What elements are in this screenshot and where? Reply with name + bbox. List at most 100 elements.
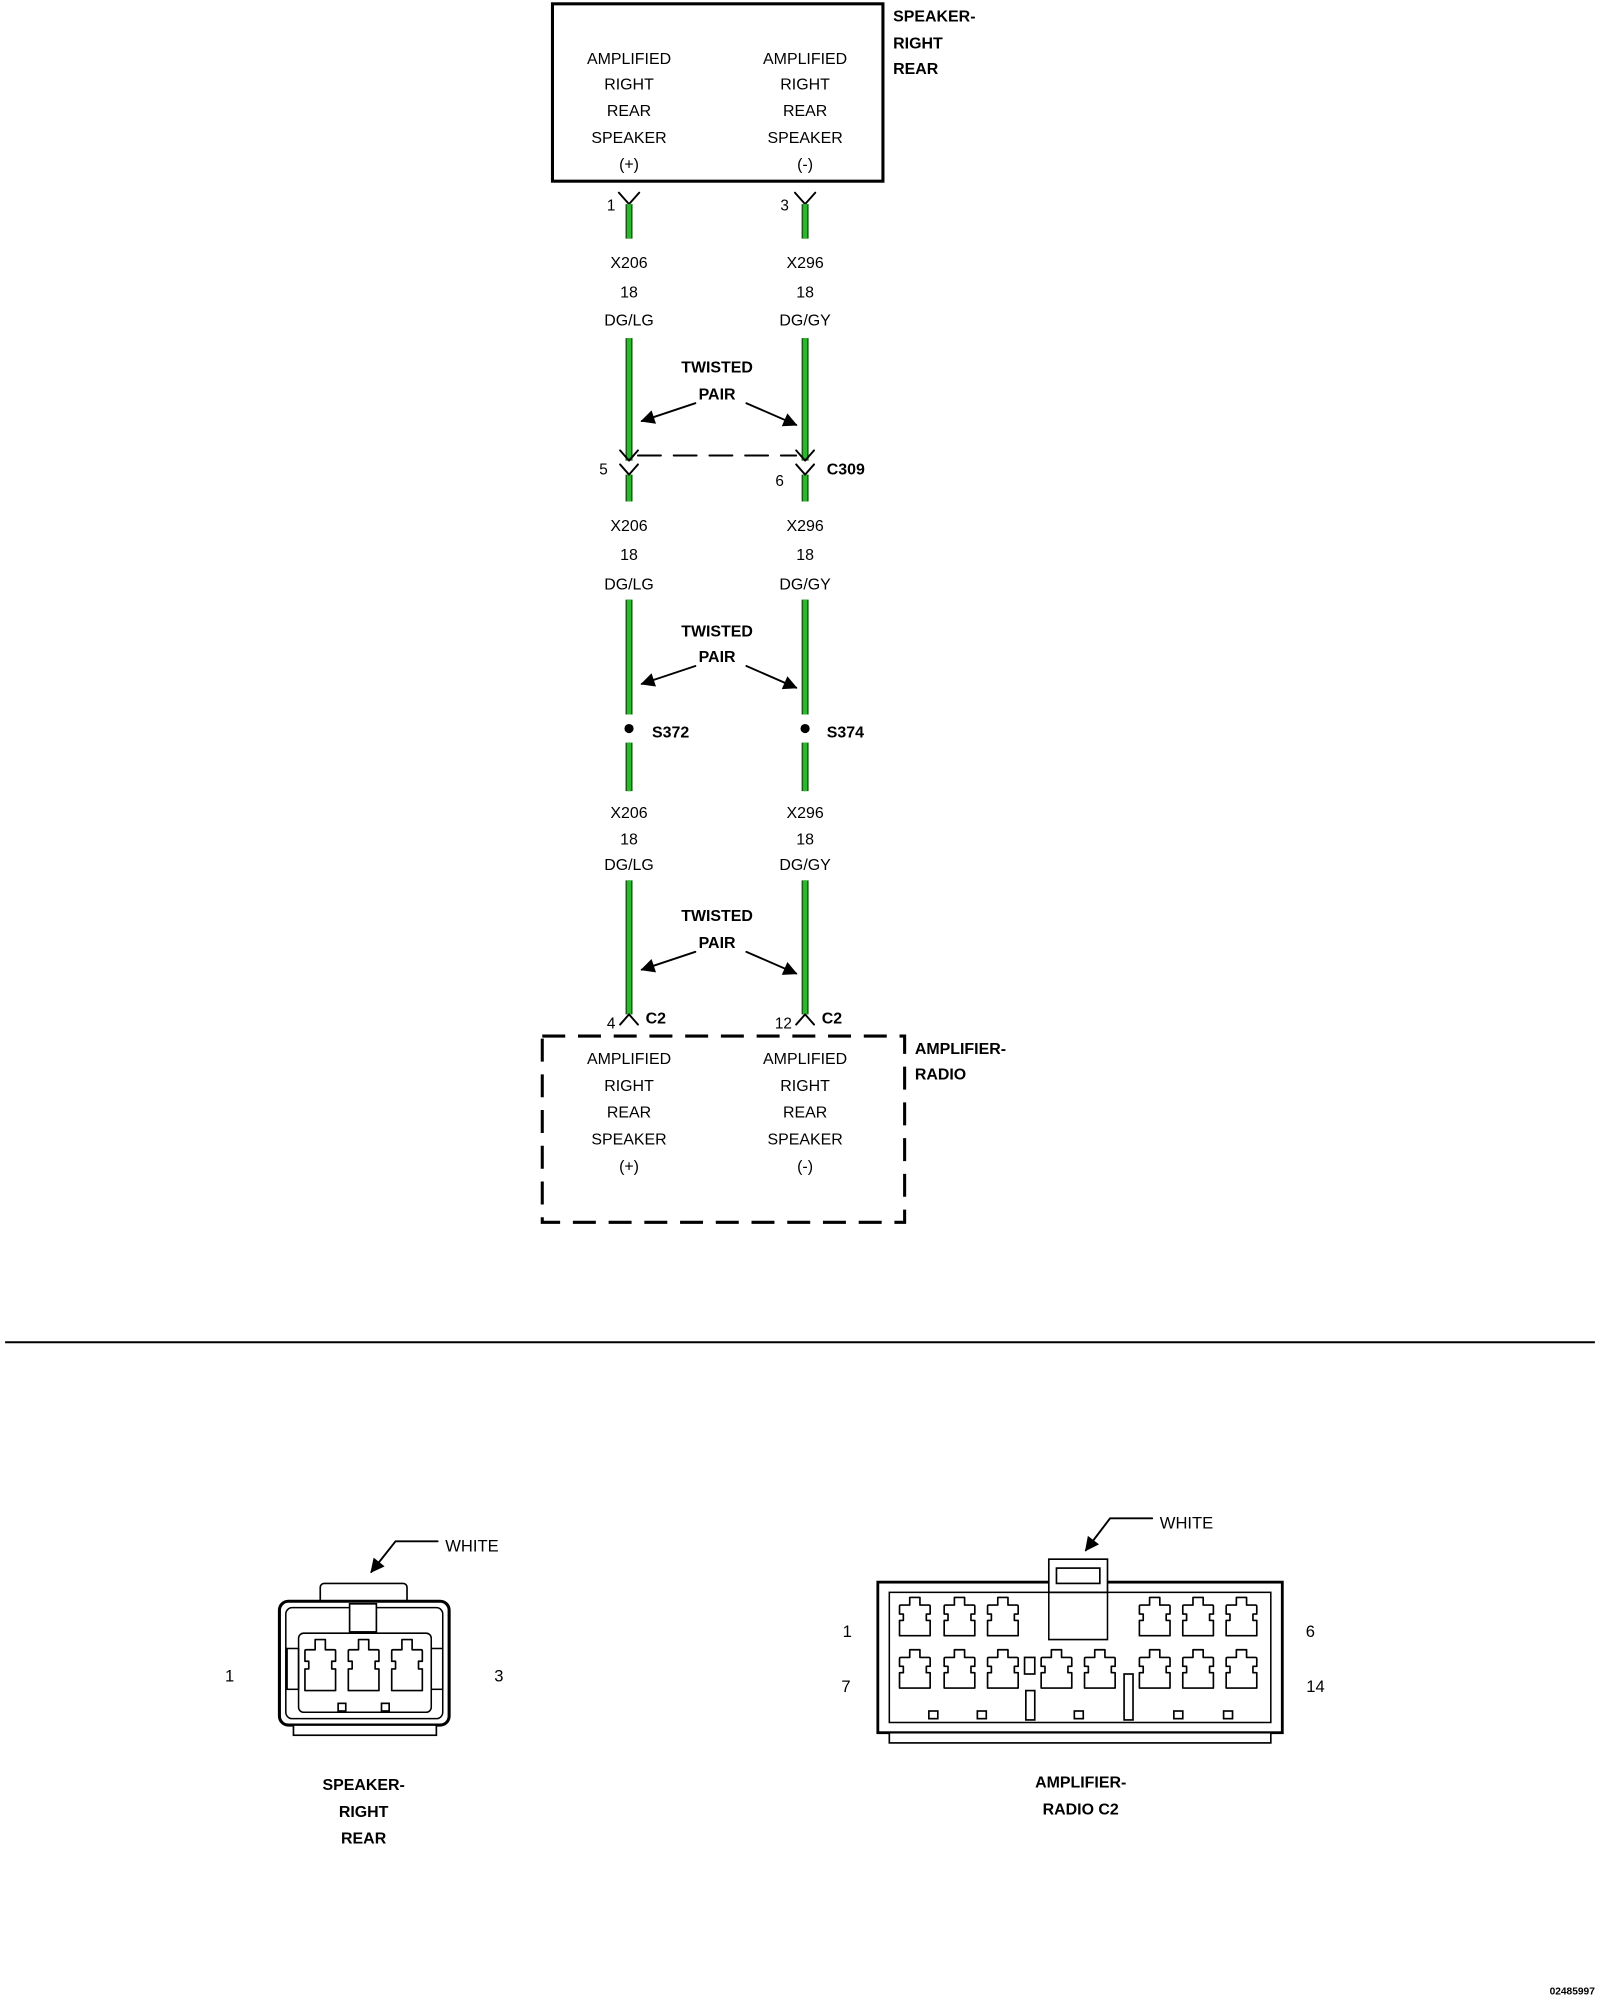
twisted-pair-text: TWISTED	[681, 908, 753, 925]
terminal-symbol	[795, 1013, 815, 1026]
pin-number: 7	[841, 1677, 850, 1696]
component-name-line: RIGHT	[893, 35, 943, 52]
wire-label-x296: X296 18 DG/GY	[779, 255, 831, 329]
function-text: SPEAKER	[591, 130, 666, 147]
arrow-left-icon	[640, 665, 697, 687]
amplifier-component-name: AMPLIFIER- RADIO	[915, 1041, 1006, 1084]
wire-label-x206: X206 18 DG/LG	[604, 255, 654, 329]
function-text: REAR	[607, 103, 651, 120]
twisted-pair-text: TWISTED	[681, 360, 753, 377]
function-text: SPEAKER	[767, 1131, 842, 1148]
connector-key	[1123, 1673, 1134, 1721]
wire-gauge: 18	[620, 284, 638, 301]
function-text: (-)	[797, 157, 813, 174]
connector-key	[1173, 1710, 1184, 1720]
connector-view-name: AMPLIFIER-	[1035, 1775, 1126, 1792]
function-text: (+)	[619, 1158, 639, 1175]
connector-key	[380, 1702, 390, 1712]
pin-number: 3	[494, 1667, 503, 1686]
twisted-pair-annotation: TWISTED PAIR	[640, 624, 798, 690]
arrow-left-icon	[640, 950, 697, 973]
wire-gauge: 18	[796, 284, 814, 301]
function-text: SPEAKER	[591, 1131, 666, 1148]
connector-view-name: RIGHT	[339, 1804, 389, 1821]
connector-key	[1073, 1710, 1085, 1720]
pin-number: 1	[225, 1667, 234, 1686]
circuit-id: X296	[786, 518, 823, 535]
speaker-pin-minus-function: AMPLIFIED RIGHT REAR SPEAKER (-)	[763, 51, 847, 174]
callout-arrow-icon	[370, 1540, 439, 1574]
connector-latch-slot	[1048, 1592, 1109, 1641]
wire-color: DG/LG	[604, 857, 654, 874]
wire-gauge: 18	[796, 547, 814, 564]
inline-connector-c309: 5 6 C309	[599, 449, 865, 490]
terminal-symbol	[619, 449, 639, 462]
pin-number: 1	[843, 1622, 852, 1641]
wire-label-x206: X206 18 DG/LG	[604, 518, 654, 594]
function-text: REAR	[783, 103, 827, 120]
splice-dot	[800, 723, 810, 734]
terminal-symbol	[619, 463, 639, 476]
connector-latch-window	[1055, 1567, 1101, 1585]
pin-number: 12	[775, 1015, 792, 1032]
function-text: AMPLIFIED	[587, 1051, 671, 1068]
connector-rail	[292, 1724, 438, 1737]
connector-side-rib	[430, 1647, 444, 1691]
function-text: RIGHT	[780, 1078, 830, 1095]
color-callout: WHITE	[445, 1537, 498, 1556]
speaker-component: AMPLIFIED RIGHT REAR SPEAKER (+) AMPLIFI…	[550, 2, 976, 215]
function-text: REAR	[783, 1105, 827, 1122]
function-text: RIGHT	[780, 76, 830, 93]
connector-side-rib	[286, 1647, 300, 1691]
terminal-symbol	[795, 449, 815, 462]
function-text: (-)	[797, 1158, 813, 1175]
twisted-pair-annotation: TWISTED PAIR	[640, 908, 798, 975]
connector-view-name: SPEAKER-	[322, 1777, 404, 1794]
connector-name: C2	[822, 1010, 843, 1027]
wire-label-x296: X296 18 DG/GY	[779, 518, 831, 594]
terminal-symbol	[793, 191, 817, 206]
callout-arrow-icon	[1084, 1517, 1154, 1552]
connector-key	[1222, 1710, 1234, 1720]
function-text: SPEAKER	[767, 130, 842, 147]
twisted-pair-text: PAIR	[699, 649, 736, 666]
connector-body	[876, 1580, 1284, 1735]
circuit-id: X206	[610, 805, 647, 822]
connector-view-name: REAR	[341, 1831, 387, 1848]
arrow-right-icon	[745, 665, 798, 690]
circuit-id: X296	[786, 805, 823, 822]
splice-dot	[624, 723, 634, 734]
arrow-left-icon	[640, 402, 697, 424]
pin-number: 14	[1306, 1677, 1324, 1696]
wire-gauge: 18	[796, 832, 814, 849]
pin-number: 3	[780, 198, 789, 215]
color-callout: WHITE	[1160, 1514, 1213, 1533]
function-text: RIGHT	[604, 1078, 654, 1095]
connector-key	[928, 1710, 939, 1720]
connector-key	[1025, 1689, 1036, 1721]
pin-number: 6	[775, 473, 784, 490]
terminal-symbol	[795, 463, 815, 476]
component-name-line: AMPLIFIER-	[915, 1041, 1006, 1058]
circuit-id: X206	[610, 518, 647, 535]
terminal-symbol	[617, 191, 641, 206]
connector-key	[337, 1702, 347, 1712]
splice-name: S372	[652, 724, 689, 741]
wire-color: DG/LG	[604, 576, 654, 593]
wire-color: DG/GY	[779, 857, 831, 874]
wire-gauge: 18	[620, 832, 638, 849]
connector-name: C2	[646, 1010, 667, 1027]
amplifier-component: 4 C2 12 C2 AMPLIFIED RIGHT REAR SPEAKER …	[540, 1010, 1006, 1224]
terminal-symbol	[619, 1013, 639, 1026]
component-name-line: REAR	[893, 61, 939, 78]
function-text: AMPLIFIED	[763, 51, 847, 68]
splice-s372: S372	[624, 723, 689, 741]
component-name-line: RADIO	[915, 1066, 966, 1083]
wire-color: DG/GY	[779, 576, 831, 593]
twisted-pair-text: PAIR	[699, 935, 736, 952]
connector-key	[976, 1710, 988, 1720]
amplifier-pin-minus-function: AMPLIFIED RIGHT REAR SPEAKER (-)	[763, 1051, 847, 1175]
speaker-component-box	[550, 2, 885, 183]
connector-key	[1023, 1656, 1036, 1675]
function-text: RIGHT	[604, 76, 654, 93]
